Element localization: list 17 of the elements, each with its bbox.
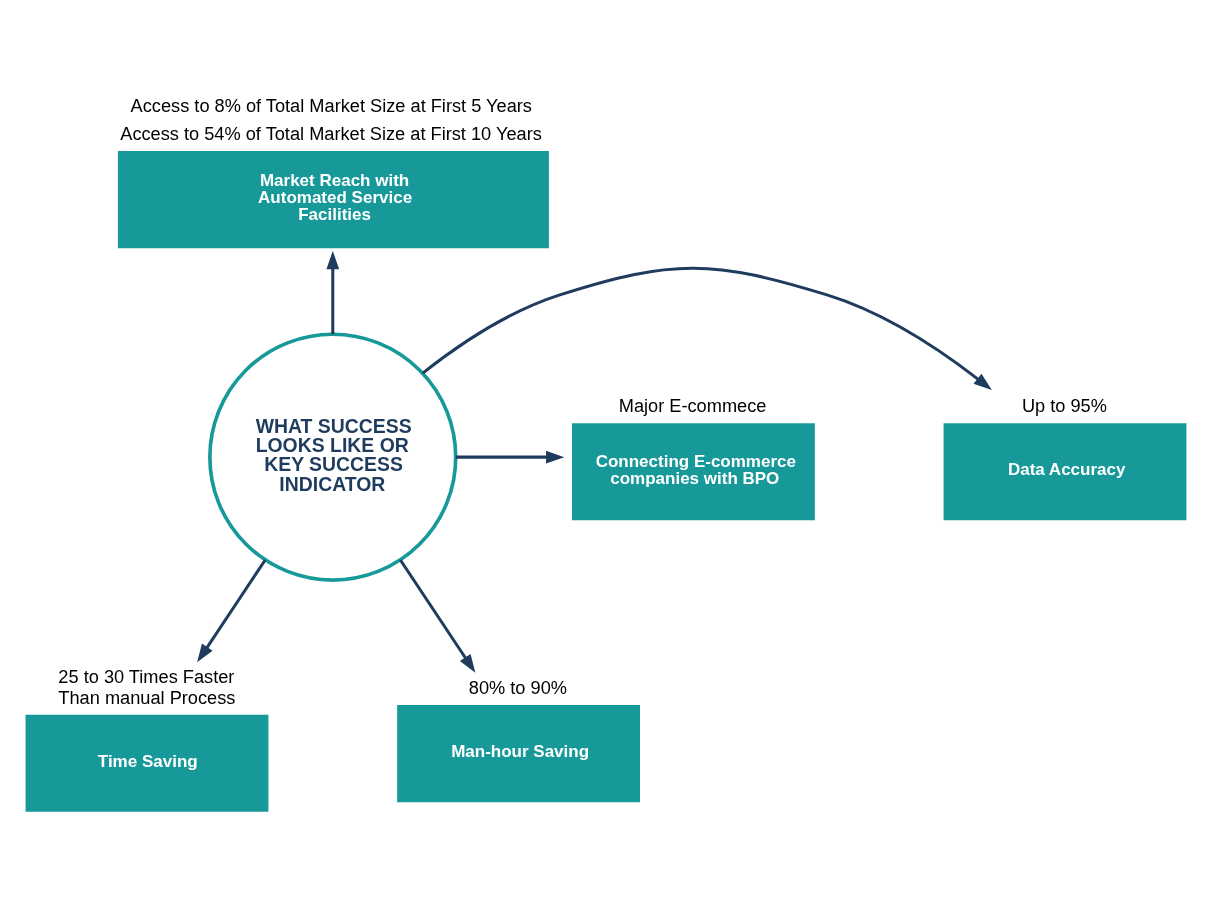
node-box: Time Saving	[25, 714, 269, 812]
arrow	[399, 558, 476, 673]
node-box: Market Reach with Automated Service Facilities	[117, 150, 549, 248]
arrow	[455, 450, 565, 464]
node-box: Data Accuracy	[943, 422, 1187, 520]
node-label: 80% to 90%	[468, 677, 567, 698]
arrow	[421, 266, 992, 390]
node-label: Access to 54% of Total Market Size at First 10 Years	[120, 123, 542, 144]
node-label: Major E-commece	[618, 395, 767, 416]
node-circle: WHAT SUCCESS LOOKS LIKE OR KEY SUCCESS INDICATOR	[208, 331, 458, 582]
arrow	[197, 558, 267, 662]
node-label: 25 to 30 Times Faster Than manual Process	[58, 666, 236, 708]
node-box: Man-hour Saving	[397, 704, 640, 802]
arrow	[326, 250, 340, 334]
node-label: Access to 8% of Total Market Size at First 5 Years	[130, 95, 532, 116]
node-box: Connecting E-commerce companies with BPO	[572, 422, 815, 520]
node-label: Up to 95%	[1021, 395, 1107, 416]
